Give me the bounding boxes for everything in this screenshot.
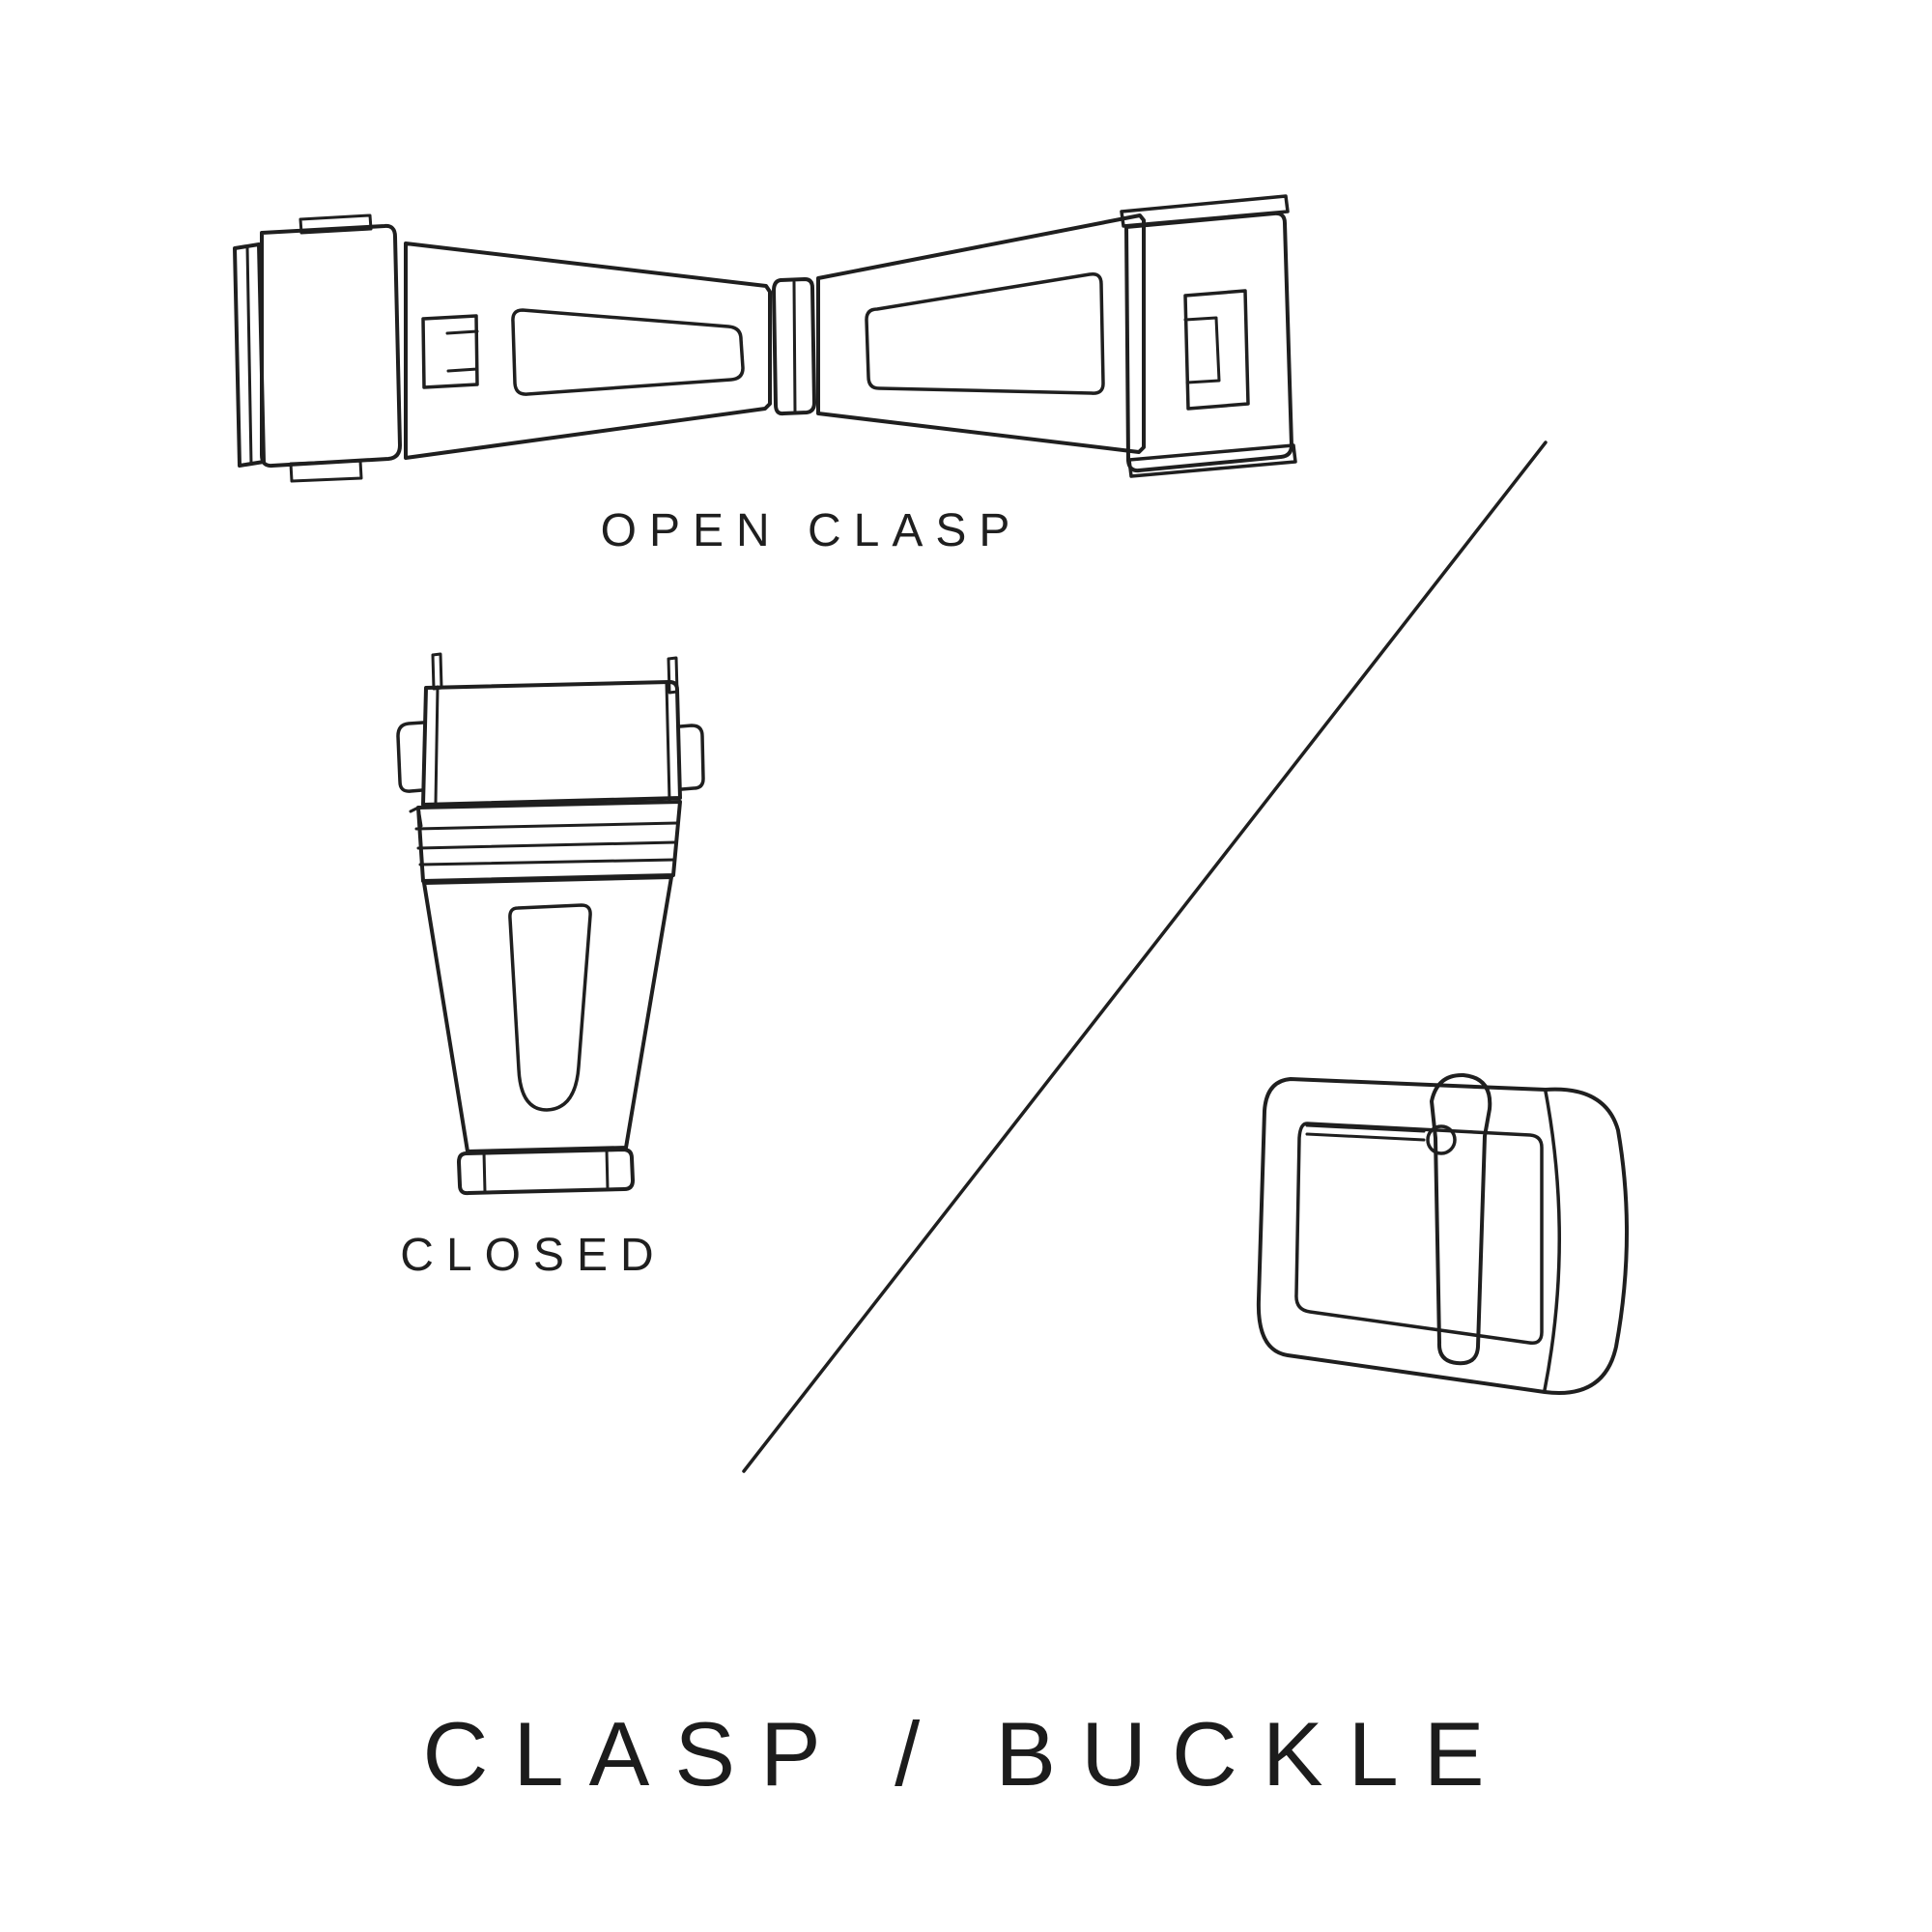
open-clasp-label: OPEN CLASP: [600, 505, 1023, 556]
divider-line: [742, 440, 1548, 1473]
closed-clasp-illustration: [396, 652, 705, 1196]
open-clasp-illustration: [233, 194, 1297, 483]
page-title: CLASP / BUCKLE: [422, 1703, 1510, 1804]
tang-buckle-illustration: [1256, 1072, 1629, 1395]
closed-clasp-label: CLOSED: [400, 1230, 667, 1281]
